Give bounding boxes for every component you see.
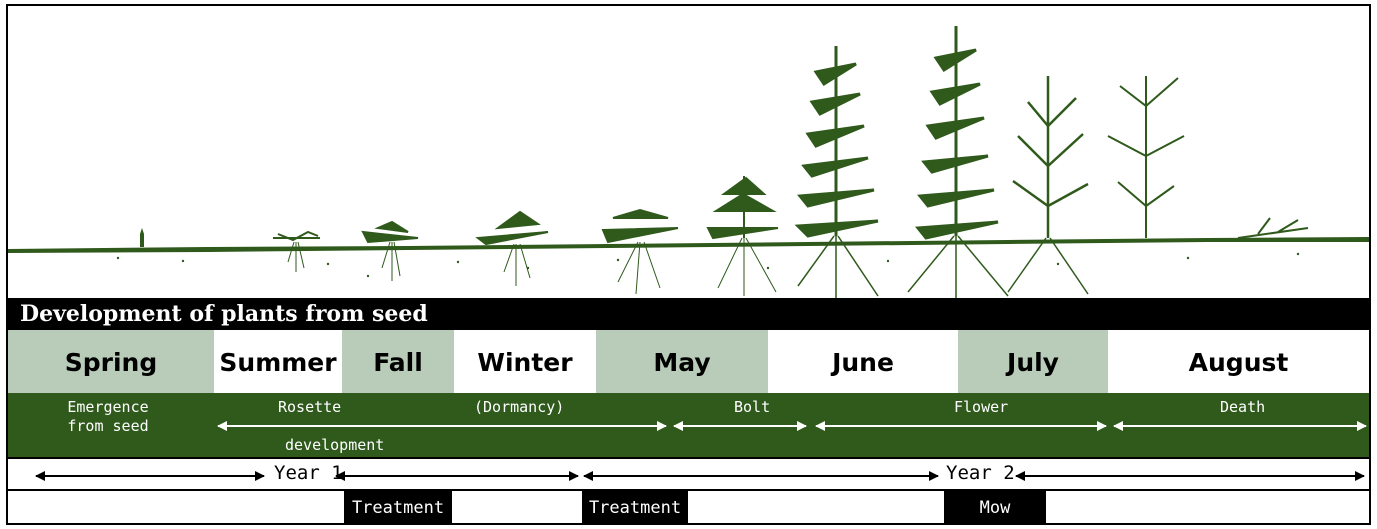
rosette-4 — [601, 208, 679, 295]
rosette-2 — [361, 220, 419, 281]
season-july: July — [958, 330, 1108, 394]
dead-plant-debris — [1237, 217, 1309, 239]
season-fall: Fall — [342, 330, 454, 394]
flowering-plant-1 — [794, 46, 879, 298]
stage-band — [8, 393, 1369, 457]
year-2-label: Year 2 — [944, 462, 1017, 484]
ground-line — [8, 237, 1369, 253]
lifecycle-diagram: Development of plants from seed Spring S… — [6, 4, 1371, 525]
rosette-3 — [475, 210, 549, 286]
stage-rosette-development: development — [285, 436, 385, 454]
rosette-1 — [273, 230, 320, 272]
stage-rosette: Rosette — [278, 398, 342, 416]
stage-bolt: Bolt — [734, 398, 771, 416]
season-june: June — [768, 330, 958, 394]
season-may: May — [596, 330, 768, 394]
bolting-plant — [706, 176, 779, 296]
season-summer: Summer — [214, 330, 342, 394]
year-1-label: Year 1 — [272, 462, 345, 484]
flowering-plant-2 — [907, 26, 1009, 298]
mow-tag: Mow — [944, 490, 1046, 523]
plant-growth-illustration — [8, 26, 1369, 298]
seedling — [140, 228, 144, 247]
soil-specks — [116, 252, 1300, 278]
season-winter: Winter — [454, 330, 596, 394]
treatment-tag-2: Treatment — [582, 490, 688, 523]
diagram-title: Development of plants from seed — [20, 301, 428, 327]
stage-dormancy: (Dormancy) — [474, 398, 565, 416]
stage-flower: Flower — [954, 398, 1009, 416]
dying-plant — [1107, 76, 1185, 238]
year-row-top-border — [8, 457, 1369, 459]
season-spring: Spring — [8, 330, 214, 394]
action-row-top-border — [8, 489, 1369, 491]
season-august: August — [1108, 330, 1369, 394]
stage-death: Death — [1220, 398, 1266, 416]
treatment-tag-1: Treatment — [344, 490, 452, 523]
title-bar: Development of plants from seed — [8, 298, 1369, 330]
flowering-plant-3 — [1007, 76, 1089, 295]
